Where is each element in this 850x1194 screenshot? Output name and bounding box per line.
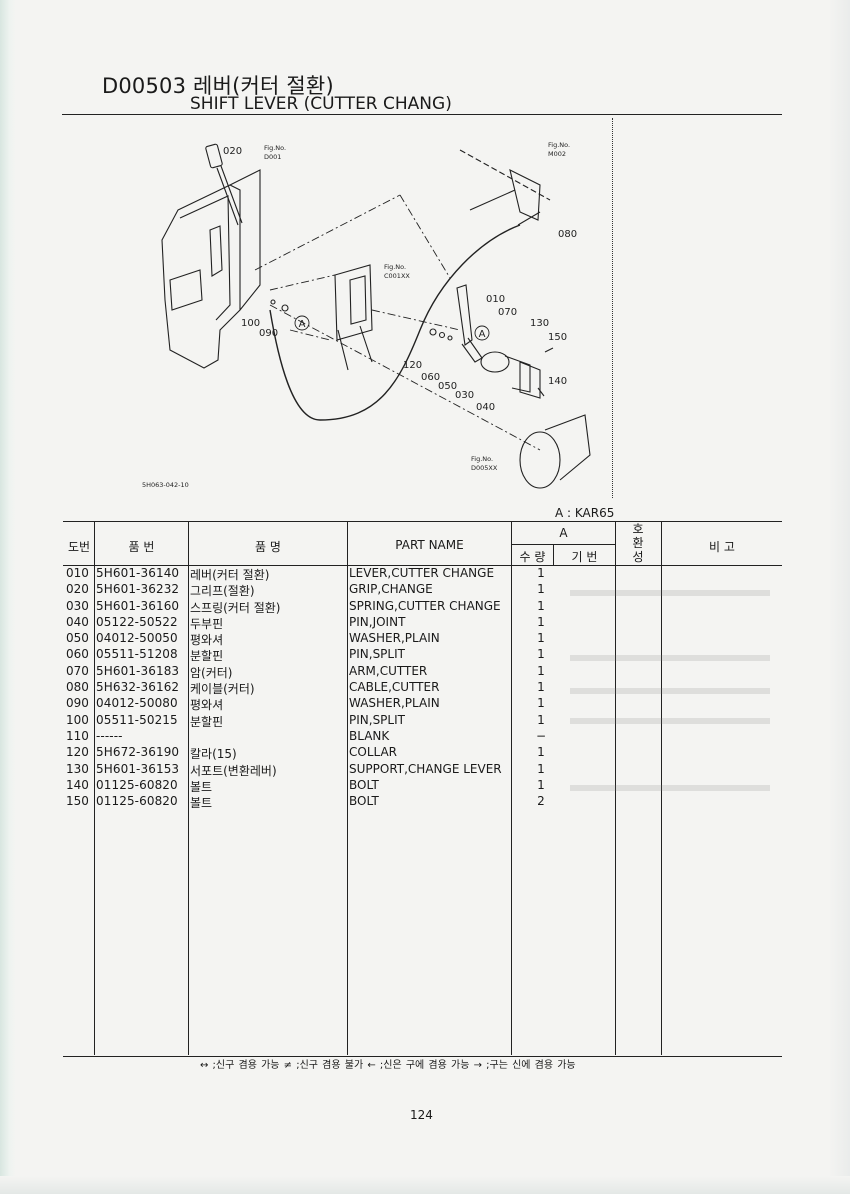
callout-030: 030 xyxy=(455,390,474,401)
diagram-divider xyxy=(612,118,613,498)
callout-130: 130 xyxy=(530,318,549,329)
header-no: 도번 xyxy=(67,540,91,554)
callout-050: 050 xyxy=(438,381,457,392)
parts-table xyxy=(63,521,782,1057)
header-exchange: 호 환 성 xyxy=(632,522,644,564)
page-edge-bottom xyxy=(0,1176,850,1194)
variant-label: A : KAR65 xyxy=(555,506,615,520)
title-divider xyxy=(62,114,782,115)
header-remarks: 비 고 xyxy=(709,540,735,554)
callout-100: 100 xyxy=(241,318,260,329)
callout-140: 140 xyxy=(548,376,567,387)
header-part-no: 품 번 xyxy=(128,540,155,554)
page-number: 124 xyxy=(410,1108,433,1122)
exploded-diagram: 020 080 010 070 130 150 140 120 060 050 … xyxy=(142,141,591,489)
header-group-a: A xyxy=(559,526,568,540)
callout-020: 020 xyxy=(223,146,242,157)
callout-070: 070 xyxy=(498,307,517,318)
header-qty: 수 량 xyxy=(519,550,546,564)
page-title: D00503 레버(커터 절환) xyxy=(102,74,334,98)
table-row: 110------BLANK− xyxy=(66,728,547,743)
callout-040: 040 xyxy=(476,402,495,413)
callout-060: 060 xyxy=(421,372,440,383)
page-edge-right xyxy=(828,0,850,1194)
header-part-name: PART NAME xyxy=(395,538,464,552)
callout-090: 090 xyxy=(259,328,278,339)
fig-ref-d005xx: D005XX xyxy=(471,464,498,472)
marker-a-left: A xyxy=(299,319,306,330)
page-subtitle: SHIFT LEVER (CUTTER CHANG) xyxy=(190,94,452,114)
compatibility-legend: ↔ ;신구 겸용 가능 ≠ ;신구 겸용 불가 ← ;신은 구에 겸용 가능 →… xyxy=(200,1060,576,1071)
fig-ref-d001: D001 xyxy=(264,153,281,161)
svg-text:Fig.No.: Fig.No. xyxy=(264,144,286,152)
svg-text:Fig.No.: Fig.No. xyxy=(384,263,406,271)
header-name-kr: 품 명 xyxy=(255,540,281,554)
callout-010: 010 xyxy=(486,294,505,305)
callout-120: 120 xyxy=(403,360,422,371)
header-base-no: 기 번 xyxy=(571,550,598,564)
svg-text:Fig.No.: Fig.No. xyxy=(548,141,570,149)
fig-ref-m002: M002 xyxy=(548,150,566,158)
callout-080: 080 xyxy=(558,229,577,240)
marker-a-right: A xyxy=(479,329,486,340)
drawing-code: 5H063-042-10 xyxy=(142,481,189,489)
page-edge-left xyxy=(0,0,16,1194)
svg-text:Fig.No.: Fig.No. xyxy=(471,455,493,463)
fig-ref-c001xx: C001XX xyxy=(384,272,410,280)
callout-150: 150 xyxy=(548,332,567,343)
